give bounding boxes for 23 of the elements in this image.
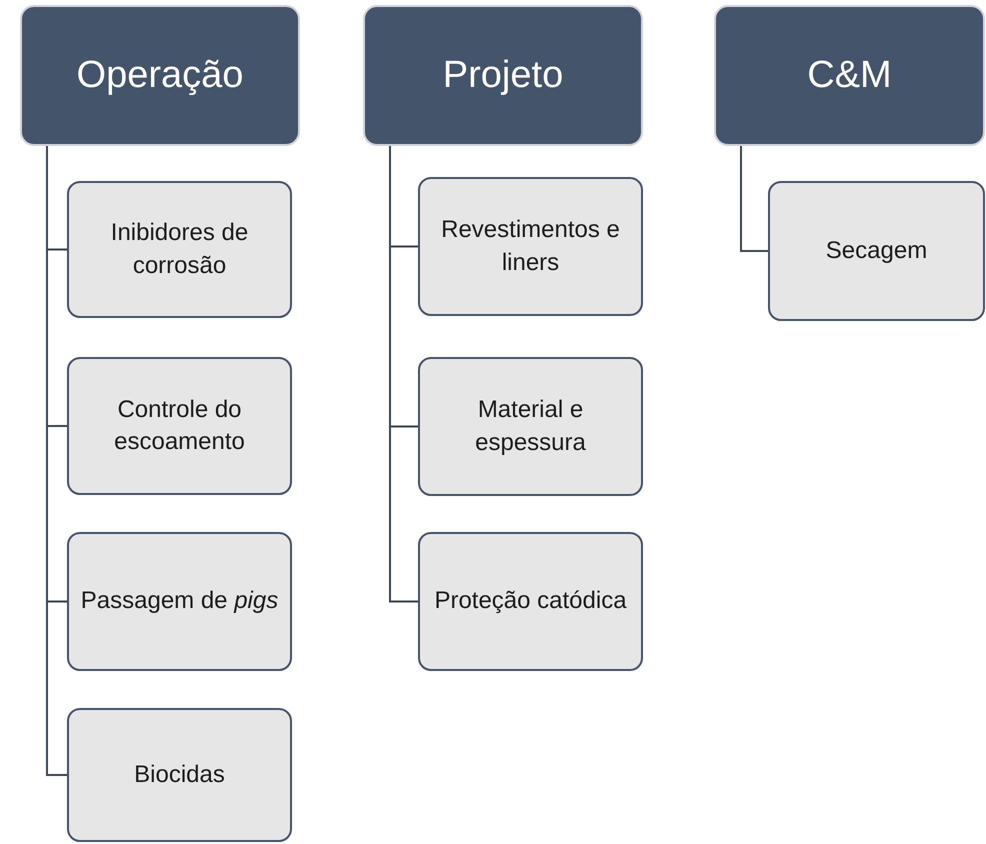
item-box (418, 177, 643, 316)
item-box (67, 708, 292, 842)
box-label: C&M (807, 54, 892, 97)
box-label: Operação (76, 54, 244, 97)
category-header-box (20, 5, 300, 146)
box-label: Projeto (442, 54, 564, 97)
item-box (67, 181, 292, 318)
item-box (67, 532, 292, 671)
item-box (768, 181, 985, 321)
connector-line (740, 146, 768, 252)
box-label: Inibidores de corrosão (110, 218, 250, 280)
category-header-box (363, 5, 643, 146)
category-header-box (714, 5, 985, 146)
box-label: Proteção catódica (434, 586, 627, 616)
box-label: Revestimentos e liners (440, 215, 621, 278)
box-label: Controle do escoamento (113, 394, 246, 457)
box-label: Passagem de pigs (80, 586, 278, 616)
item-box (67, 357, 292, 495)
box-label: Secagem (826, 236, 928, 266)
item-box (418, 532, 643, 671)
item-box (418, 357, 643, 496)
box-label: Biocidas (134, 760, 225, 790)
box-label: Material e espessura (474, 395, 587, 458)
